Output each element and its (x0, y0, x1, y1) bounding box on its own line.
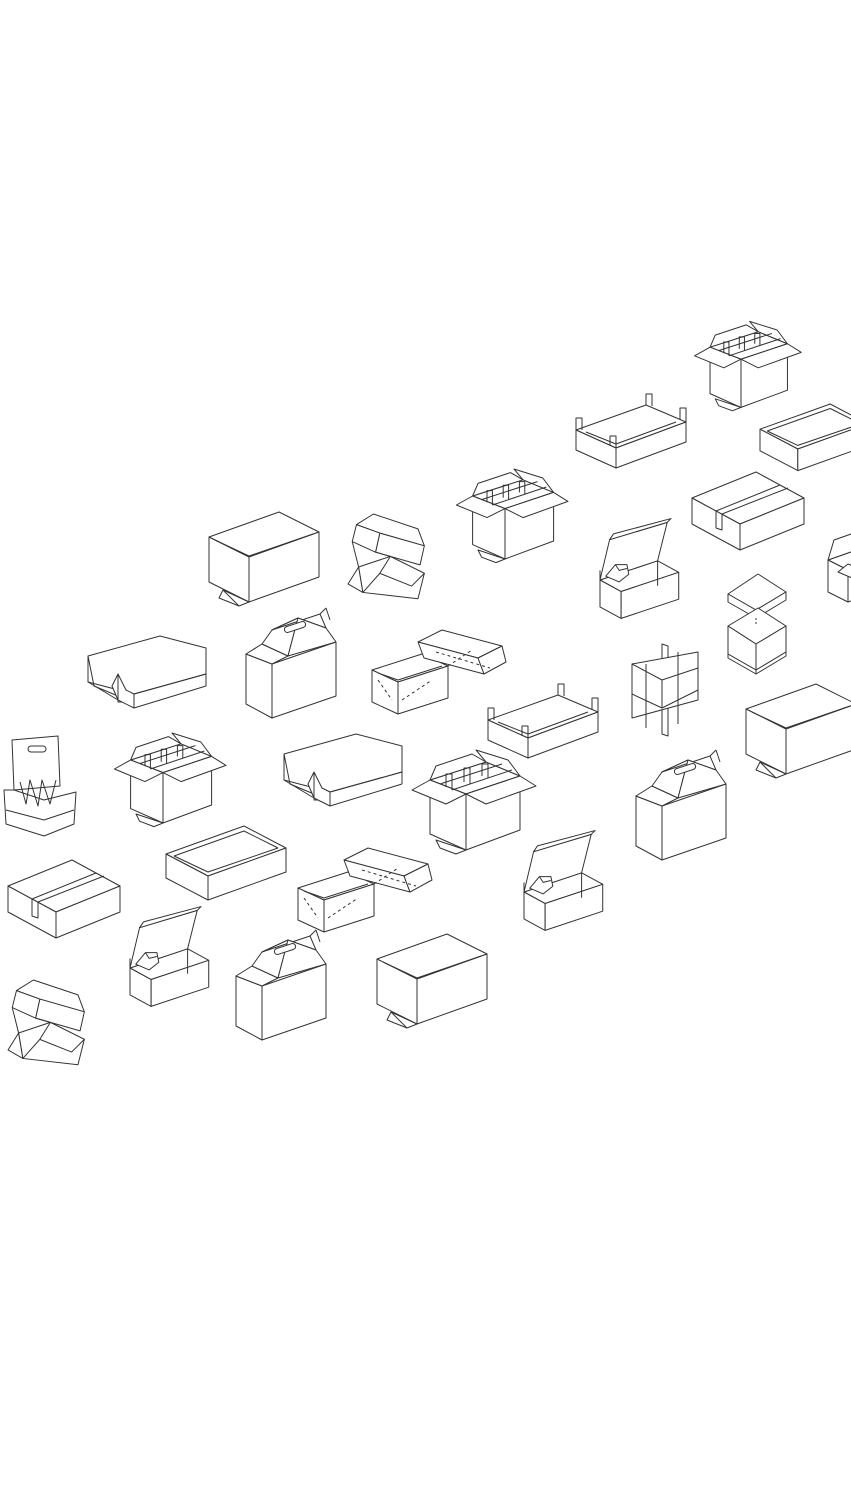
open-tray (759, 403, 851, 472)
wine-divider-box (455, 468, 569, 564)
wine-divider-box (113, 732, 227, 828)
bottle-carrier (3, 735, 77, 837)
open-box-flaps-down (745, 683, 851, 779)
gable-handle-box (235, 929, 327, 1041)
slotted-display-tray (487, 683, 599, 759)
mailer-box (129, 906, 210, 1007)
auto-lock-box (7, 979, 85, 1066)
sleeve-box (691, 471, 805, 551)
tray-with-lid (297, 847, 433, 933)
tray-with-lid (371, 629, 507, 715)
cross-divider-insert (631, 643, 699, 737)
stacked-trays (727, 573, 787, 675)
display-stand (87, 635, 207, 709)
auto-lock-box (347, 513, 425, 600)
open-box-flaps-down (208, 511, 320, 607)
folding-carton-open (827, 525, 851, 603)
open-box-flaps-down (376, 933, 488, 1029)
wine-divider-box (411, 749, 537, 855)
mailer-box (523, 830, 604, 931)
wine-divider-box (694, 320, 802, 412)
sleeve-box (7, 859, 121, 939)
display-stand (283, 733, 403, 807)
gable-handle-box (245, 607, 337, 719)
illustration-boxes (3, 320, 851, 1066)
slotted-display-tray (575, 393, 687, 469)
gable-handle-box (635, 749, 727, 861)
open-tray (165, 825, 287, 901)
mailer-box (599, 518, 680, 619)
